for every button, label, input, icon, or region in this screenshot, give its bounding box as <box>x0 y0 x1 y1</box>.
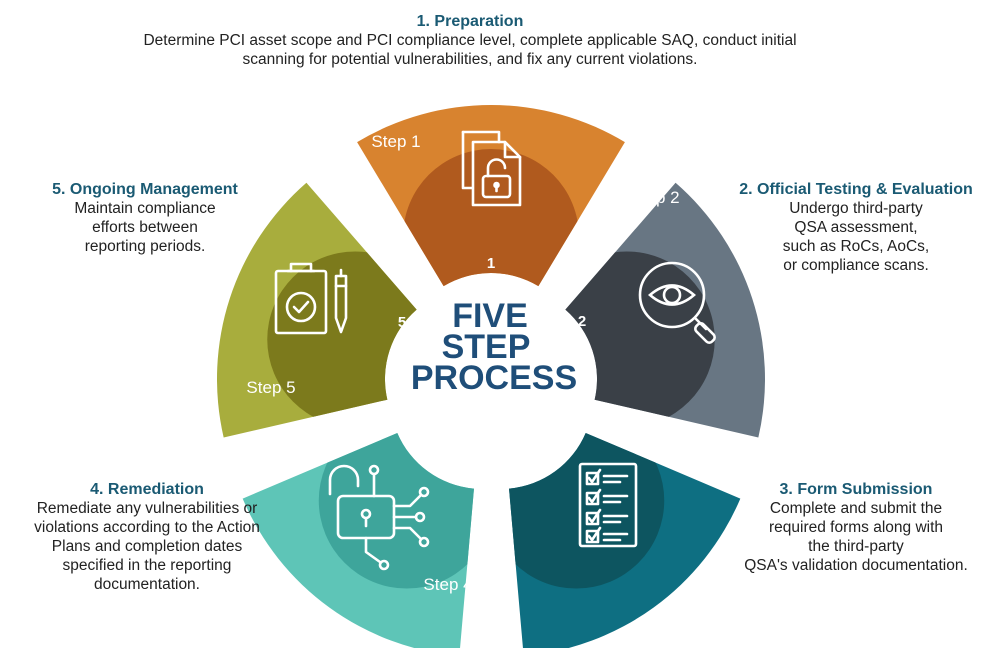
step-1-title: 1. Preparation <box>416 13 524 30</box>
step-5-title: 5. Ongoing Management <box>52 181 238 198</box>
step-2-title: 2. Official Testing & Evaluation <box>739 181 973 198</box>
step-4-desc-line: Remediate any vulnerabilities or <box>36 500 258 517</box>
step-1-desc-line: Determine PCI asset scope and PCI compli… <box>143 32 797 49</box>
step-5-inner-circle <box>267 251 417 428</box>
eye-magnifier-icon <box>638 261 716 344</box>
unlock-circuit-icon <box>328 464 430 571</box>
step-1-number: 1 <box>487 255 495 272</box>
step-4-title: 4. Remediation <box>90 481 204 498</box>
step-4-inner-circle <box>318 432 474 589</box>
step-3-desc-line: the third-party <box>808 538 904 555</box>
center-title-line-3: PROCESS <box>411 359 577 397</box>
step-2-label: Step 2 <box>630 188 679 207</box>
step-5-number: 5 <box>398 314 406 331</box>
step-3-desc-line: Complete and submit the <box>769 500 943 517</box>
clipboard-check-icon <box>274 262 348 335</box>
step-1-description: 1. Preparation Determine PCI asset scope… <box>100 12 840 69</box>
step-4-desc-line: violations according to the Action <box>34 519 260 536</box>
step-5-desc-line: reporting periods. <box>84 238 206 255</box>
step-1-desc-line: scanning for potential vulnerabilities, … <box>242 51 698 68</box>
step-3-label: Step 3 <box>665 453 714 472</box>
step-2-number: 2 <box>578 313 586 330</box>
file-lock-icon <box>461 130 522 207</box>
checklist-icon <box>578 462 638 548</box>
center-title-line-1: FIVE <box>452 297 528 335</box>
step-4-label: Step 4 <box>423 575 472 594</box>
step-5-desc-line: efforts between <box>92 219 198 236</box>
step-3-number: 3 <box>548 424 556 441</box>
step-1-inner-circle <box>403 149 579 287</box>
step-5-desc-line: Maintain compliance <box>74 200 216 217</box>
step-2-desc-line: such as RoCs, AoCs, <box>782 238 930 255</box>
step-5-description: 5. Ongoing Management Maintain complianc… <box>25 180 265 256</box>
step-3-inner-circle <box>509 432 665 589</box>
step-3-desc-line: QSA's validation documentation. <box>744 557 968 574</box>
step-3-description: 3. Form Submission Complete and submit t… <box>722 480 990 575</box>
step-4-desc-line: Plans and completion dates <box>51 538 243 555</box>
step-3-title: 3. Form Submission <box>779 481 933 498</box>
center-title-line-2: STEP <box>442 328 531 366</box>
step-4-desc-line: documentation. <box>94 576 200 593</box>
step-4-description: 4. Remediation Remediate any vulnerabili… <box>12 480 282 594</box>
step-5-label: Step 5 <box>246 378 295 397</box>
step-2-desc-line: QSA assessment, <box>794 219 918 236</box>
step-4-number: 4 <box>433 424 442 441</box>
step-2-inner-circle <box>565 251 715 428</box>
step-4-desc-line: specified in the reporting <box>62 557 232 574</box>
step-2-description: 2. Official Testing & Evaluation Undergo… <box>722 180 990 275</box>
step-3-desc-line: required forms along with <box>768 519 944 536</box>
step-2-desc-line: Undergo third-party <box>789 200 923 217</box>
step-1-label: Step 1 <box>371 132 420 151</box>
step-2-desc-line: or compliance scans. <box>783 257 929 274</box>
